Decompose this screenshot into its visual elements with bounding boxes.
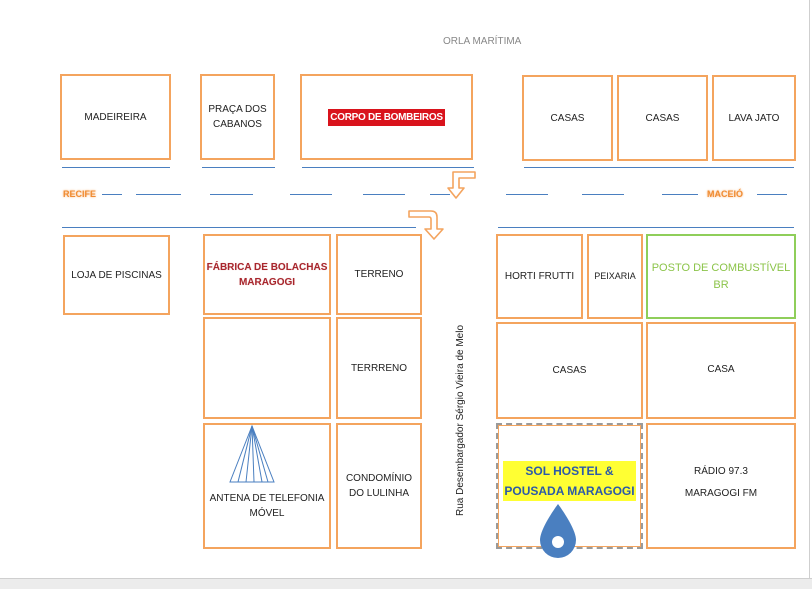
block-loja-piscinas-label: LOJA DE PISCINAS: [71, 269, 162, 281]
turn-arrow-icon: [408, 210, 444, 240]
block-sol-line1: SOL HOSTEL &: [503, 461, 636, 481]
location-pin-icon: [540, 504, 576, 558]
block-condominio-line2: DO LULINHA: [348, 488, 409, 499]
block-peixaria: PEIXARIA: [587, 234, 643, 319]
block-praca-label: PRAÇA DOS CABANOS: [208, 102, 266, 132]
road-dash: [363, 194, 405, 195]
block-terreno-1-label: TERRENO: [354, 269, 404, 280]
recife-label: RECIFE: [63, 189, 97, 199]
block-antena: ANTENA DE TELEFONIA MÓVEL: [203, 423, 331, 549]
block-terreno-1: TERRENO: [336, 234, 422, 315]
block-fabrica-line1: FÁBRICA DE BOLACHAS: [206, 261, 328, 273]
road-line-top-3: [302, 167, 474, 168]
block-praca-line1: PRAÇA DOS: [208, 104, 267, 115]
block-radio: RÁDIO 97.3 MARAGOGI FM: [646, 423, 796, 549]
block-casa-label: CASA: [707, 364, 735, 375]
block-posto-label: POSTO DE COMBUSTÍVEL BR: [652, 260, 791, 294]
block-corpo-de-bombeiros: CORPO DE BOMBEIROS: [300, 74, 473, 160]
road-dash: [430, 194, 450, 195]
block-terreno-2-label: TERRRENO: [350, 362, 408, 374]
road-dash: [506, 194, 548, 195]
fire-dept-banner: CORPO DE BOMBEIROS: [328, 108, 445, 126]
block-fabrica-line2: MARAGOGI: [238, 276, 296, 288]
block-madeireira: MADEIREIRA: [60, 74, 171, 160]
block-praca-dos-cabanos: PRAÇA DOS CABANOS: [200, 74, 275, 160]
block-empty: [203, 317, 331, 419]
road-dash: [662, 194, 698, 195]
block-peixaria-label: PEIXARIA: [594, 271, 636, 281]
block-loja-de-piscinas: LOJA DE PISCINAS: [63, 235, 170, 315]
block-condominio-line1: CONDOMÍNIO: [345, 473, 413, 484]
page-bottom-bar: [0, 578, 812, 589]
road-line-top-4: [524, 167, 794, 168]
block-radio-label: RÁDIO 97.3 MARAGOGI FM: [685, 461, 757, 505]
block-casas-3-label: CASAS: [552, 365, 587, 376]
block-sol-line2: POUSADA MARAGOGI: [503, 481, 636, 501]
road-dash: [757, 194, 787, 195]
maceio-label: MACEIÓ: [707, 189, 743, 199]
road-line-top-2: [202, 167, 275, 168]
block-posto-de-combustivel: POSTO DE COMBUSTÍVEL BR: [646, 234, 796, 319]
block-casas-2: CASAS: [617, 75, 708, 161]
block-posto-line2: BR: [713, 278, 729, 291]
block-terreno-2: TERRRENO: [336, 317, 422, 419]
block-antena-line2: MÓVEL: [249, 508, 285, 519]
block-posto-line1: POSTO DE COMBUSTÍVEL: [651, 261, 791, 274]
road-dash: [290, 194, 332, 195]
road-line-bottom-1: [62, 227, 416, 228]
block-radio-line1: RÁDIO 97.3: [694, 466, 748, 477]
block-lava-jato: LAVA JATO: [712, 75, 796, 161]
block-condominio-label: CONDOMÍNIO DO LULINHA: [346, 471, 412, 501]
block-casas-3: CASAS: [496, 322, 643, 419]
orla-maritima-label: ORLA MARÍTIMA: [443, 36, 522, 47]
turn-arrow-icon: [447, 171, 476, 199]
road-line-top-1: [62, 167, 170, 168]
block-lava-jato-label: LAVA JATO: [728, 112, 780, 124]
road-dash: [136, 194, 181, 195]
block-casa: CASA: [646, 322, 796, 419]
page-right-border: [809, 0, 810, 588]
block-praca-line2: CABANOS: [213, 119, 262, 130]
road-dash: [102, 194, 122, 195]
block-fabrica-de-bolachas: FÁBRICA DE BOLACHAS MARAGOGI: [203, 234, 331, 315]
block-casas-1: CASAS: [522, 75, 613, 161]
block-horti-label: HORTI FRUTTI: [504, 271, 575, 282]
road-line-bottom-2: [498, 227, 794, 228]
antenna-icon: [229, 424, 275, 483]
road-dash: [210, 194, 253, 195]
block-antena-label: ANTENA DE TELEFONIA MÓVEL: [210, 491, 325, 521]
block-sol-hostel: SOL HOSTEL & POUSADA MARAGOGI: [496, 423, 643, 549]
block-horti-frutti: HORTI FRUTTI: [496, 234, 583, 319]
block-fabrica-label: FÁBRICA DE BOLACHAS MARAGOGI: [207, 260, 328, 290]
block-condominio: CONDOMÍNIO DO LULINHA: [336, 423, 422, 549]
block-madeireira-label: MADEIREIRA: [84, 111, 147, 123]
block-radio-line2: MARAGOGI FM: [684, 488, 758, 499]
block-antena-line1: ANTENA DE TELEFONIA: [209, 493, 325, 504]
block-casas-2-label: CASAS: [645, 112, 680, 124]
road-dash: [582, 194, 624, 195]
block-casas-1-label: CASAS: [550, 112, 585, 124]
street-name-label: Rua Desembargador Sérgio Vieira de Melo: [455, 324, 466, 516]
block-sol-label: SOL HOSTEL & POUSADA MARAGOGI: [503, 461, 636, 501]
